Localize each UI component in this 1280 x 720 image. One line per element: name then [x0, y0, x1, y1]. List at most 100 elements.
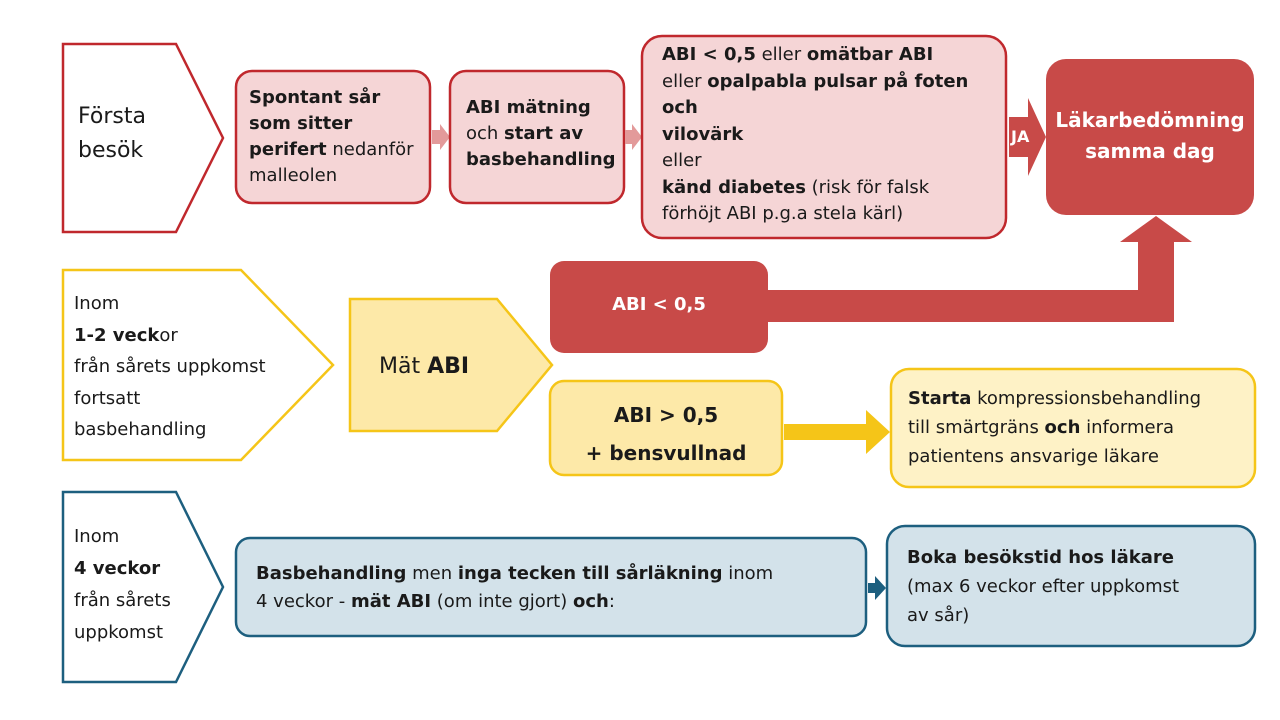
box-spontaneous-wound [234, 69, 432, 205]
text: Inom [74, 293, 120, 314]
box-doctor-same-day [1046, 59, 1254, 215]
text-line: eller [662, 148, 1002, 175]
text: av sår) [907, 605, 970, 626]
box-criteria [640, 34, 1008, 240]
text-line: (max 6 veckor efter uppkomst [907, 572, 1252, 601]
text: (max 6 veckor efter uppkomst [907, 576, 1180, 597]
text: eller [662, 150, 702, 171]
text: malleolen [249, 165, 338, 186]
text: : [608, 591, 615, 612]
text: 4 veckor - [256, 591, 351, 612]
text-line: och [662, 95, 1002, 122]
text-line: Boka besökstid hos läkare [907, 543, 1252, 572]
text-line: fortsatt [74, 383, 314, 415]
abi-high-text: ABI > 0,5 + bensvullnad [550, 396, 782, 472]
text-line: 1-2 veckor [74, 320, 314, 352]
text: o [159, 324, 171, 346]
text: förhöjt ABI p.g.a stela kärl) [662, 203, 904, 224]
text-line: vilovärk [662, 122, 1002, 149]
text: från sårets [74, 590, 171, 611]
box-abi-low [550, 261, 768, 353]
text: patientens ansvarige läkare [908, 446, 1160, 467]
chevron-first-visit [61, 42, 225, 234]
text-line: samma dag [1085, 139, 1215, 163]
chevron-1-2-weeks-text: Inom 1-2 veckor från sårets uppkomst fortsa… [74, 288, 314, 446]
text: fortsatt [74, 387, 141, 409]
chevron-1-2-weeks [61, 268, 335, 462]
bold-text: som sitter [249, 113, 353, 134]
text: (om inte gjort) [431, 591, 573, 612]
bold-text: start av [504, 123, 584, 144]
text-line: + bensvullnad [585, 441, 747, 465]
text-line: från sårets uppkomst [74, 351, 314, 383]
text-line: perifert nedanför [249, 137, 427, 163]
measure-abi-bold: ABI [427, 354, 470, 379]
text-line: Inom [74, 521, 214, 553]
chevron-first-visit-text: Första besök [78, 100, 146, 168]
bold-text: Boka besökstid hos läkare [907, 547, 1174, 568]
box-abi-measurement [448, 69, 626, 205]
chevron-4-weeks [61, 490, 225, 684]
text-line: basbehandling [466, 147, 622, 173]
bold-text: ABI < 0,5 [662, 44, 756, 65]
text-line: 4 veckor [74, 553, 214, 585]
measure-abi-text: Mät ABI [379, 352, 469, 382]
bold-text: inga tecken till sårläkning [457, 563, 723, 584]
text-line: från sårets [74, 585, 214, 617]
ja-label: JA [1011, 127, 1030, 146]
text-line: Basbehandling men inga tecken till sårlä… [256, 560, 861, 588]
text: informera [1080, 417, 1175, 438]
bold-text: Starta [908, 388, 972, 409]
text-line: basbehandling [74, 414, 314, 446]
arrow-ja [1009, 98, 1046, 176]
bold-text: och [1044, 417, 1081, 438]
bold-text: Spontant sår [249, 87, 381, 108]
bold-text: och [572, 591, 609, 612]
text-line: känd diabetes (risk för falsk [662, 175, 1002, 202]
arrow-abi-low-to-doctor [768, 216, 1192, 322]
bold-text: 4 veckor [74, 558, 161, 579]
text: uppkomst [74, 622, 164, 643]
text-line: eller opalpabla pulsar på foten [662, 69, 1002, 96]
bold-text: perifert [249, 139, 327, 160]
text-line: förhöjt ABI p.g.a stela kärl) [662, 201, 1002, 228]
text-line: Starta kompressionsbehandling [908, 384, 1253, 413]
text-line: patientens ansvarige läkare [908, 442, 1253, 471]
bold-text: ABI mätning [466, 97, 591, 118]
bold-text: känd diabetes [662, 176, 806, 198]
box-book-doctor [885, 524, 1257, 648]
chevron-4-weeks-text: Inom 4 veckor från sårets uppkomst [74, 521, 214, 649]
text: och [466, 123, 505, 144]
text-line: Första [78, 104, 146, 129]
text: kompressionsbehandling [971, 388, 1202, 409]
text-line: ABI mätning [466, 95, 622, 121]
arrow-basic-to-book [868, 576, 886, 600]
text-line: som sitter [249, 111, 427, 137]
bold-text: basbehandling [466, 149, 616, 170]
text: nedanför [326, 139, 414, 160]
text-line: och start av [466, 121, 622, 147]
text-line: till smärtgräns och informera [908, 413, 1253, 442]
text: r [170, 324, 178, 346]
text-line: Inom [74, 288, 314, 320]
text: från sårets uppkomst [74, 356, 266, 377]
text: eller [755, 44, 807, 65]
text-line: Läkarbedömning [1055, 108, 1245, 132]
pentagon-measure-abi [348, 297, 554, 433]
text-line: uppkomst [74, 617, 214, 649]
text-line: ABI < 0,5 eller omätbar ABI [662, 42, 1002, 69]
text: (risk för falsk [805, 176, 930, 198]
doctor-same-day-text: Läkarbedömning samma dag [1046, 105, 1254, 167]
text-line: besök [78, 138, 144, 163]
box-abi-high [548, 379, 784, 477]
arrow-box2-to-box3 [625, 124, 642, 150]
text: Inom [74, 526, 120, 547]
box-start-compression [889, 367, 1257, 489]
arrow-abi-high-to-start [784, 410, 890, 454]
text-line: malleolen [249, 163, 427, 189]
bold-text: 1-2 veck [74, 324, 160, 346]
